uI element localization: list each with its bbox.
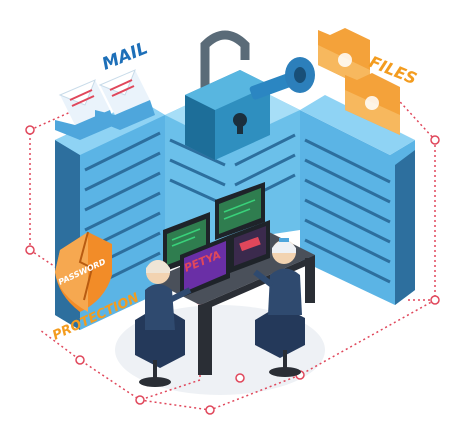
monitor-icon bbox=[180, 235, 230, 298]
mail-envelope-icon bbox=[95, 69, 155, 130]
monitor-icon bbox=[230, 220, 270, 273]
worker-left bbox=[135, 260, 192, 387]
monitor-icon bbox=[215, 182, 265, 240]
shield-icon bbox=[55, 231, 112, 312]
mail-label: MAIL bbox=[99, 38, 150, 74]
worker-right bbox=[253, 238, 305, 377]
folder-icon bbox=[318, 28, 370, 90]
padlock-icon bbox=[185, 30, 270, 160]
server-rack-icon bbox=[300, 95, 415, 305]
folder-icon bbox=[345, 73, 400, 135]
key-icon bbox=[249, 57, 315, 100]
